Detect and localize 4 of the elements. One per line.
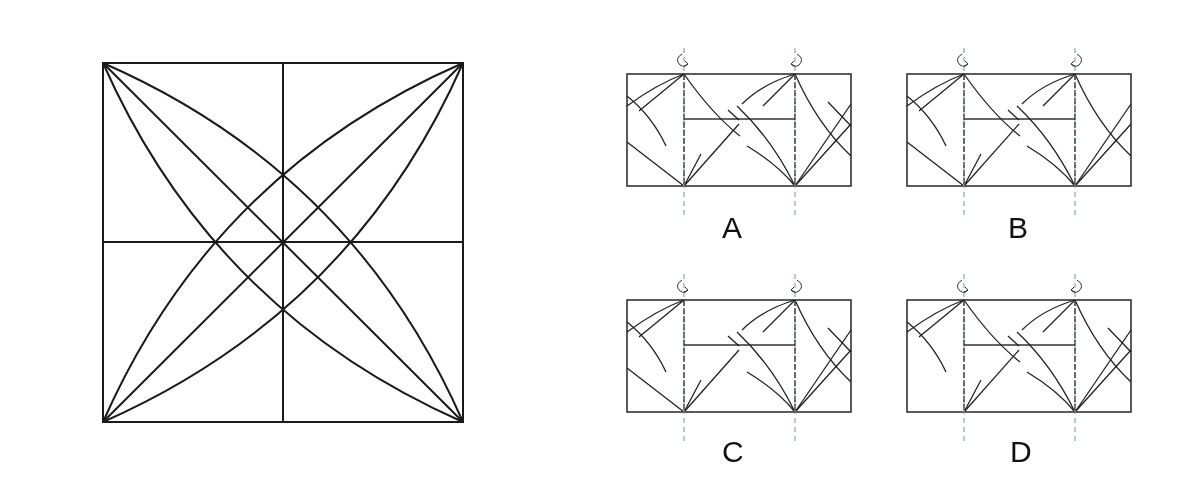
option-letter: B <box>1008 213 1028 243</box>
option-letter: A <box>722 213 742 243</box>
option-letter: C <box>722 437 744 467</box>
option-letter: D <box>1010 437 1032 467</box>
